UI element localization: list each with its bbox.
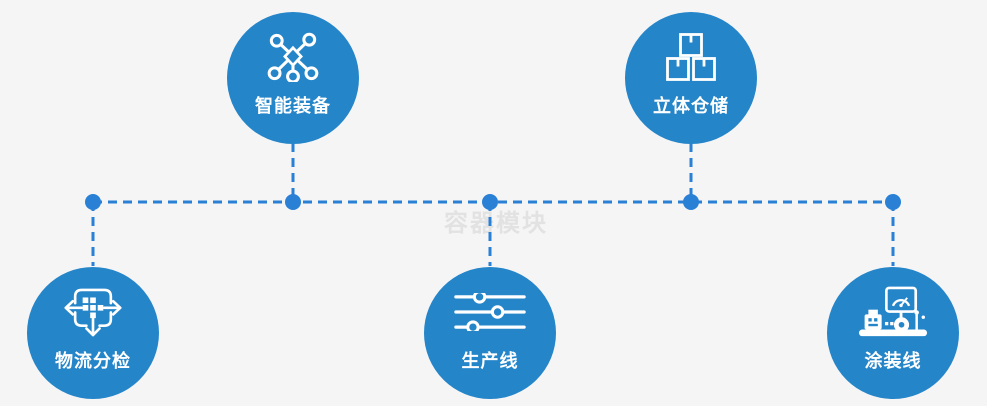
sliders-icon [454, 284, 526, 340]
node-warehouse[interactable]: 立体仓储 [625, 12, 757, 144]
node-label: 立体仓储 [653, 96, 729, 116]
node-painting-line[interactable]: 涂装线 [827, 267, 959, 399]
node-label: 智能装备 [255, 96, 331, 116]
junction-dot [285, 194, 301, 210]
node-production-line[interactable]: 生产线 [424, 267, 556, 399]
watermark: 容器模块 [444, 210, 548, 237]
junction-dot [85, 194, 101, 210]
junction-dot [683, 194, 699, 210]
junction-dot [885, 194, 901, 210]
sorting-arrows-icon [62, 284, 124, 340]
node-label: 涂装线 [864, 351, 922, 371]
node-label: 物流分检 [55, 351, 131, 371]
stacked-boxes-icon [666, 29, 716, 85]
node-label: 生产线 [461, 351, 519, 371]
node-logistics-sorting[interactable]: 物流分检 [27, 267, 159, 399]
node-smart-equipment[interactable]: 智能装备 [227, 12, 359, 144]
junction-dot [482, 194, 498, 210]
machine-icon [857, 284, 929, 340]
network-nodes-icon [267, 29, 319, 85]
